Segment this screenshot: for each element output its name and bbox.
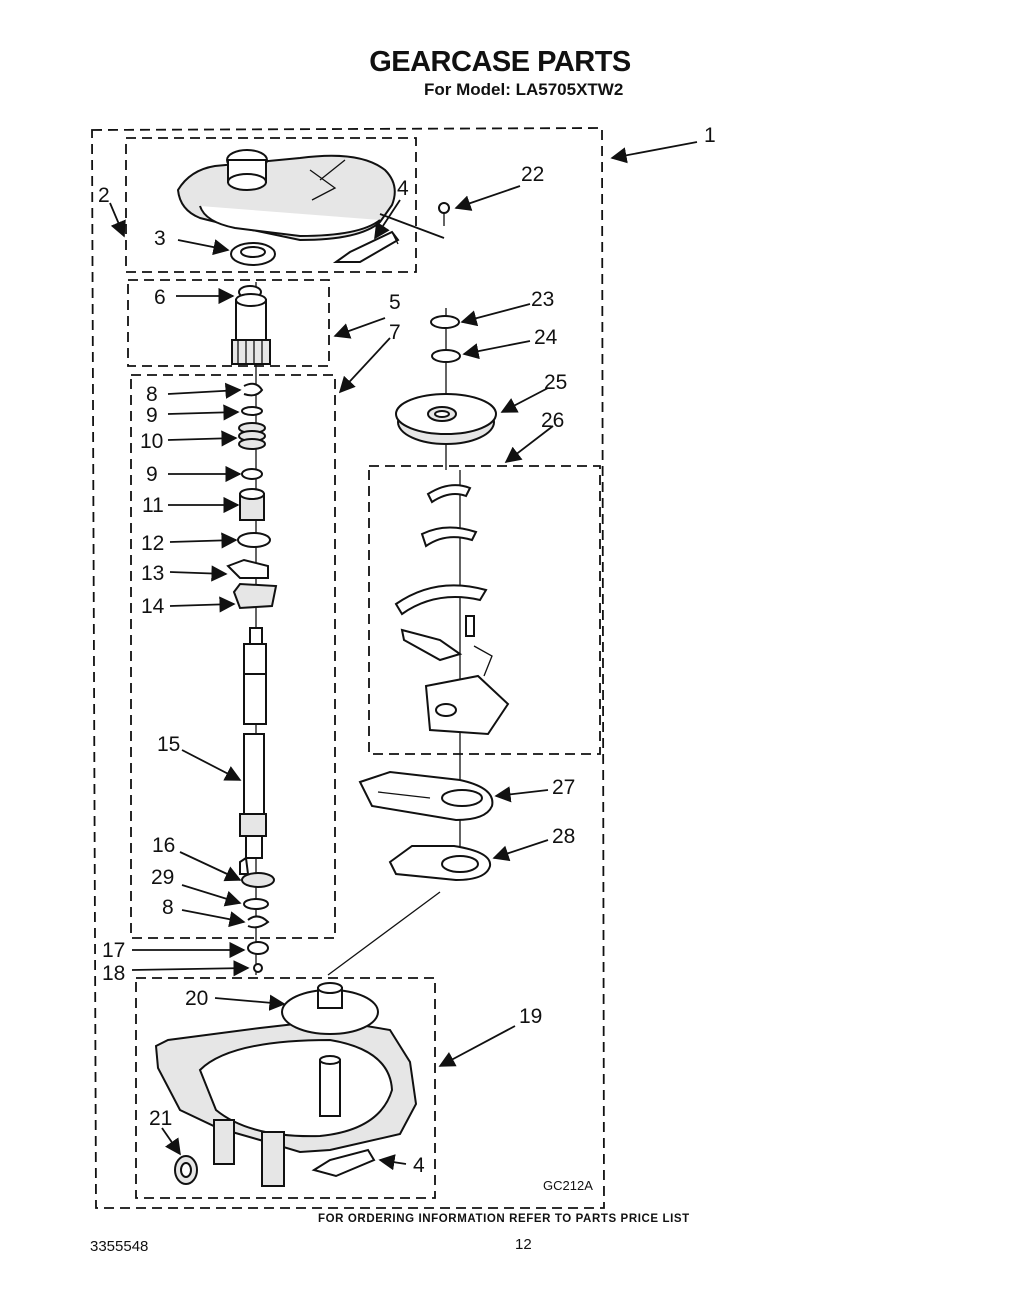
callout-8-upper: 8 — [146, 383, 158, 406]
box-19-housing-assembly — [135, 977, 436, 1199]
box-1-gearcase-assembly — [91, 127, 605, 1209]
shift-lever-parts — [358, 770, 494, 882]
page-title: GEARCASE PARTS — [369, 46, 631, 78]
callout-7: 7 — [389, 321, 401, 344]
callout-2: 2 — [98, 184, 110, 207]
page-number: 12 — [515, 1236, 532, 1253]
callout-11: 11 — [142, 494, 164, 517]
seal-21 — [174, 1155, 198, 1185]
box-26-shifter-assembly — [368, 465, 601, 755]
seal — [230, 242, 276, 266]
callout-1: 1 — [704, 124, 716, 147]
box-2-cover-assembly — [125, 137, 417, 273]
model-subtitle: For Model: LA5705XTW2 — [424, 80, 624, 99]
diagram-code: GC212A — [543, 1178, 593, 1193]
box-5-pinion-assembly — [127, 279, 330, 367]
callout-6: 6 — [154, 286, 166, 309]
lower-shaft-parts — [239, 856, 275, 973]
grease-tube-top — [332, 230, 400, 263]
drive-gear-parts — [395, 315, 497, 445]
callout-10: 10 — [140, 430, 163, 453]
callout-18: 18 — [102, 962, 125, 985]
callout-13: 13 — [141, 562, 164, 585]
pinion-gear — [231, 285, 271, 365]
callout-26: 26 — [541, 409, 564, 432]
callout-9-upper: 9 — [146, 404, 158, 427]
callout-16: 16 — [152, 834, 175, 857]
shifter-parts — [394, 484, 510, 736]
screw — [438, 202, 450, 226]
callout-20: 20 — [185, 987, 208, 1010]
callout-28: 28 — [552, 825, 575, 848]
callout-15: 15 — [157, 733, 180, 756]
grease-tube-bottom — [311, 1148, 376, 1178]
callout-29: 29 — [151, 866, 174, 889]
leader-lines — [109, 141, 698, 1171]
agitator-shaft — [239, 627, 267, 859]
box-7-shaft-assembly — [130, 374, 336, 939]
callout-8-lower: 8 — [162, 896, 174, 919]
callout-4: 4 — [397, 177, 409, 200]
callout-17: 17 — [102, 939, 125, 962]
callout-21: 21 — [149, 1107, 172, 1130]
ordering-note: FOR ORDERING INFORMATION REFER TO PARTS … — [318, 1213, 690, 1225]
assembly-boxes — [91, 127, 605, 1209]
gearcase-cover — [176, 149, 396, 242]
callout-9-lower: 9 — [146, 463, 158, 486]
drive-gear-20 — [281, 982, 379, 1035]
callout-23: 23 — [531, 288, 554, 311]
callout-22: 22 — [521, 163, 544, 186]
callout-5: 5 — [389, 291, 401, 314]
document-number: 3355548 — [90, 1238, 149, 1255]
callout-12: 12 — [141, 532, 164, 555]
callout-25: 25 — [544, 371, 567, 394]
callout-3: 3 — [154, 227, 166, 250]
callout-24: 24 — [534, 326, 558, 349]
callout-labels: 1 2 3 4 22 6 5 7 23 24 8 9 10 25 26 9 11… — [98, 124, 716, 1177]
shaft-stack-parts — [226, 382, 278, 610]
callout-19: 19 — [519, 1005, 542, 1028]
callout-4-lower: 4 — [413, 1154, 425, 1177]
gearcase-housing — [154, 1018, 418, 1187]
callout-14: 14 — [141, 595, 165, 618]
callout-27: 27 — [552, 776, 575, 799]
